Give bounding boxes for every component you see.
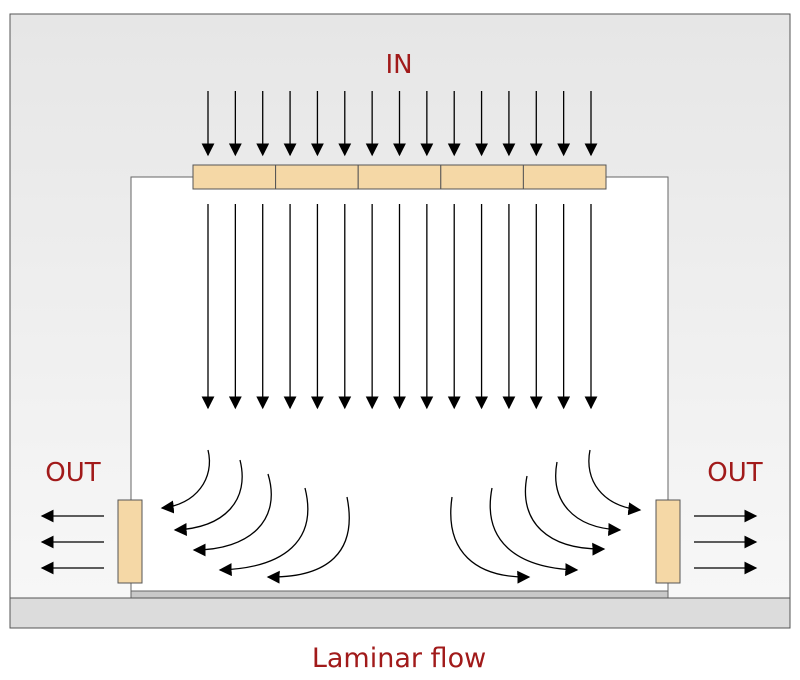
curved-arrows-left — [160, 449, 350, 584]
filter-panel — [440, 164, 524, 190]
curved-arrow — [524, 475, 606, 556]
room-floor-strip — [130, 590, 669, 599]
right-exhaust-vent — [655, 499, 681, 584]
curved-arrow — [218, 487, 309, 577]
downflow-arrows — [201, 204, 598, 410]
curved-arrow — [489, 487, 579, 577]
ceiling-filter — [192, 164, 607, 190]
curved-arrow — [588, 449, 642, 516]
curved-arrow — [450, 496, 531, 584]
curved-arrow — [192, 473, 272, 557]
filter-panel — [522, 164, 607, 190]
outflow-arrows-right — [694, 509, 758, 575]
filter-panel — [192, 164, 277, 190]
curved-arrow — [173, 459, 243, 537]
floor-base — [9, 597, 791, 629]
curved-arrow — [160, 449, 210, 514]
filter-panel — [275, 164, 359, 190]
outlet-right-label: OUT — [707, 458, 762, 488]
curved-arrow — [266, 496, 350, 584]
filter-panel — [357, 164, 442, 190]
curved-arrow — [555, 461, 622, 537]
curved-arrows-right — [450, 449, 642, 584]
inflow-arrows — [201, 91, 598, 157]
left-exhaust-vent — [117, 499, 143, 584]
diagram-caption: Laminar flow — [312, 643, 486, 674]
outflow-arrows-left — [40, 509, 104, 575]
outlet-left-label: OUT — [45, 458, 100, 488]
inlet-label: IN — [385, 50, 412, 80]
